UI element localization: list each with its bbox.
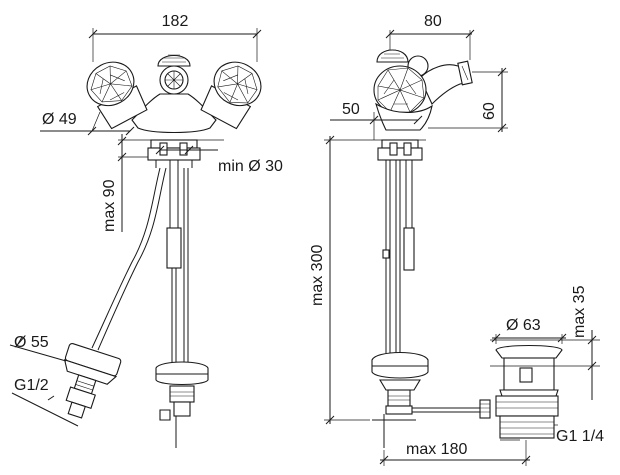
- front-right-flange: [155, 361, 209, 448]
- front-body: [131, 93, 217, 133]
- waste-valve: [490, 339, 600, 441]
- dim-max-180-label: max 180: [406, 441, 467, 458]
- front-mounting: [118, 139, 224, 168]
- waste-linkage: [412, 399, 491, 419]
- side-rods: [382, 160, 415, 356]
- dim-max-300-label: max 300: [309, 245, 326, 306]
- dim-min-hole-label: min Ø 30: [218, 158, 283, 175]
- side-body: [375, 102, 433, 131]
- dim-spout-offset-label: 50: [342, 101, 360, 118]
- dim-flange-diameter-label: Ø 55: [14, 334, 49, 351]
- dim-max-300: max 300: [309, 135, 370, 425]
- front-hose-left: [91, 167, 167, 351]
- dim-min-hole: min Ø 30: [155, 145, 283, 175]
- front-rods: [166, 160, 189, 362]
- dim-spout-height-label: 60: [481, 102, 498, 120]
- dim-width-total-label: 182: [162, 13, 189, 30]
- dim-spout-offset: 50: [330, 101, 423, 140]
- front-left-flange: [63, 342, 122, 419]
- center-cap: [157, 54, 191, 95]
- dim-flange-diameter: Ø 55: [9, 334, 67, 362]
- dim-max-35-label: max 35: [571, 285, 588, 338]
- dim-waste-diameter: Ø 63: [491, 317, 567, 344]
- side-flange: [371, 352, 429, 448]
- side-spout: [407, 55, 473, 105]
- dim-width-total: 182: [88, 13, 262, 62]
- dim-inlet-thread: G1/2: [11, 377, 79, 427]
- dim-waste-thread: G1 1/4: [554, 424, 604, 445]
- dim-inlet-thread-label: G1/2: [14, 377, 49, 394]
- dim-knob-diameter: Ø 49: [40, 111, 135, 136]
- dim-max-90: max 90: [101, 134, 127, 232]
- left-knob: [86, 61, 148, 130]
- dim-waste-thread-label: G1 1/4: [556, 428, 604, 445]
- side-view: 80 60: [309, 13, 604, 466]
- right-knob: [200, 61, 262, 130]
- dim-max-180: max 180: [379, 440, 531, 466]
- side-cap: [376, 49, 409, 63]
- side-mounting: [324, 139, 426, 161]
- dim-knob-diameter-label: Ø 49: [42, 111, 77, 128]
- front-view: 182: [9, 13, 283, 448]
- side-knob: [373, 65, 427, 115]
- dim-spout-reach-label: 80: [424, 13, 442, 30]
- dim-max-90-label: max 90: [101, 179, 118, 232]
- dim-waste-diameter-label: Ø 63: [506, 317, 541, 334]
- dim-max-35: max 35: [571, 285, 597, 400]
- dim-spout-height: 60: [428, 67, 508, 133]
- dim-spout-reach: 80: [385, 13, 475, 60]
